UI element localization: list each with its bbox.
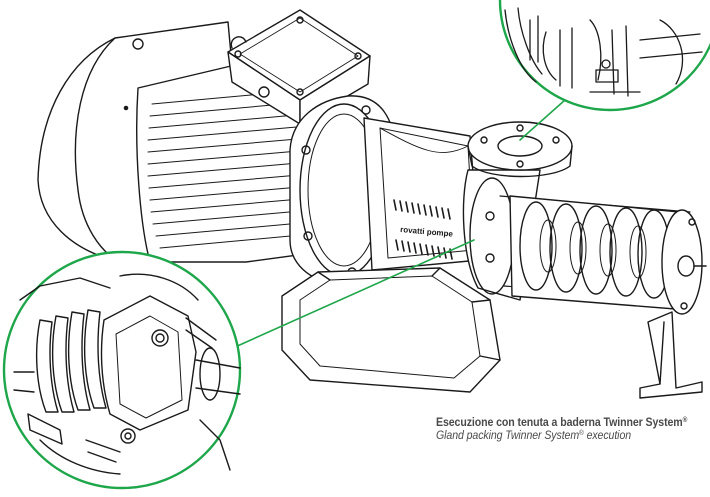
base-foot (281, 267, 501, 393)
pump-casing (462, 121, 707, 315)
lantern-bracket: rovatti pompe (363, 117, 481, 271)
caption-english-suffix: execution (583, 430, 632, 442)
figure-caption: Esecuzione con tenuta a baderna Twinner … (436, 417, 706, 442)
gland-packing-detail-callout (2, 239, 475, 490)
caption-italian-text: Esecuzione con tenuta a baderna Twinner … (436, 417, 683, 429)
caption-english: Gland packing Twinner System® execution (436, 430, 684, 442)
caption-english-prefix: Gland packing Twinner System (436, 430, 580, 442)
vent-slots (393, 199, 453, 260)
caption-italian: Esecuzione con tenuta a baderna Twinner … (436, 417, 687, 429)
pump-support-foot (639, 311, 703, 399)
top-detail-callout (498, 0, 710, 141)
electric-motor (37, 9, 371, 263)
registered-mark: ® (579, 430, 584, 437)
registered-mark: ® (682, 417, 688, 424)
